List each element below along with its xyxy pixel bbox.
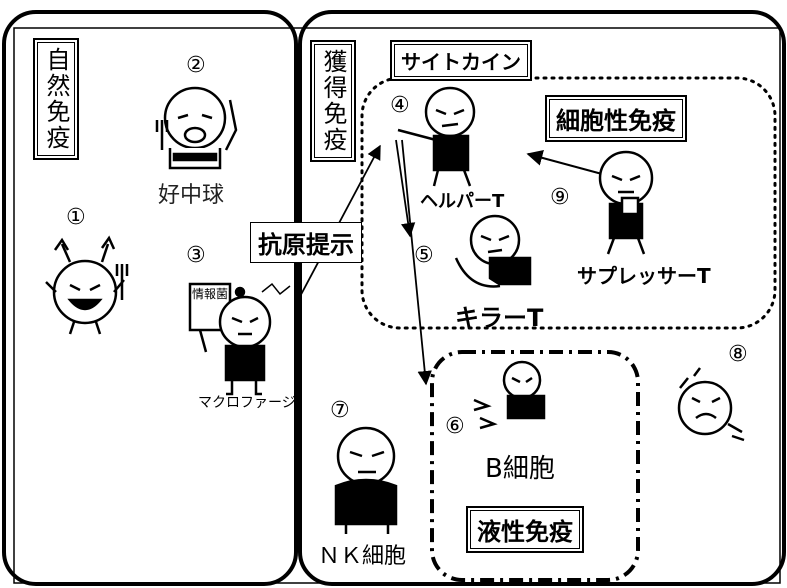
marker-8: ⑧ (728, 342, 748, 367)
cellular-immunity-title-text: 細胞性免疫 (549, 99, 683, 138)
b-cell-character (473, 360, 546, 430)
macrophage-label: マクロファージ (198, 395, 296, 411)
arrow-suppressor-to-helper (526, 150, 603, 175)
marker-2: ② (186, 53, 206, 78)
suppressor-t-character (598, 150, 654, 255)
arrow-helper-to-killer (395, 139, 416, 238)
innate-immunity-title-text: 自然免疫 (37, 42, 75, 156)
macrophage-sign-text: 情報菌 (192, 287, 229, 301)
acquired-immunity-title: 獲得免疫 (310, 40, 356, 162)
innate-immunity-title: 自然免疫 (33, 38, 79, 160)
neutrophil-label: 好中球 (158, 183, 225, 208)
innate-region (2, 10, 298, 586)
cytokine-title-text: サイトカイン (394, 44, 528, 77)
suppressor-t-label: サプレッサーT (577, 264, 711, 288)
arrow-helper-to-bcell (401, 139, 432, 386)
killer-t-label: キラーT (455, 304, 544, 332)
killer-t-character (454, 214, 532, 288)
marker-5: ⑤ (414, 243, 434, 268)
helper-t-label: ヘルパーT (420, 191, 505, 212)
b-cell-label: B細胞 (485, 454, 555, 484)
humoral-immunity-title: 液性免疫 (466, 506, 584, 553)
marker-4: ④ (390, 93, 410, 118)
nk-cell-character (334, 426, 398, 534)
marker-6: ⑥ (445, 414, 465, 439)
cytokine-title: サイトカイン (390, 40, 532, 81)
macrophage-character (188, 282, 291, 396)
acquired-immunity-title-text: 獲得免疫 (314, 44, 352, 158)
nk-cell-label: ＮＫ細胞 (318, 544, 407, 569)
neutrophil-character (155, 86, 238, 170)
helper-t-character (397, 86, 476, 187)
cellular-immunity-title: 細胞性免疫 (545, 95, 687, 142)
marker-9: ⑨ (550, 185, 570, 210)
marker-1: ① (66, 205, 86, 230)
antigen-presentation-text: 抗原提示 (258, 230, 354, 259)
virus-character (45, 235, 129, 335)
antigen-presentation-label: 抗原提示 (250, 222, 362, 263)
humoral-immunity-title-text: 液性免疫 (470, 510, 580, 549)
cellular-region (360, 76, 777, 330)
defeated-virus-character (677, 367, 745, 442)
marker-7: ⑦ (330, 398, 350, 423)
marker-3: ③ (186, 243, 206, 268)
